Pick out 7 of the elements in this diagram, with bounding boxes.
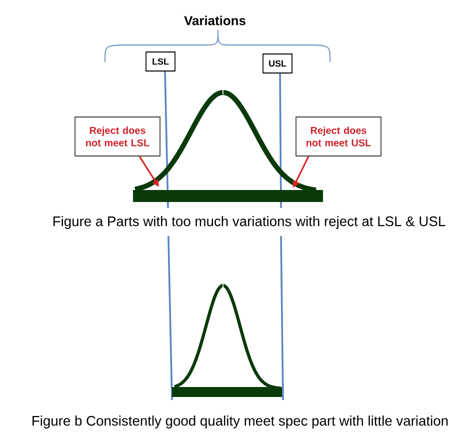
- callout-box: Reject does not meet USL: [296, 116, 382, 156]
- limit-label: LSL: [146, 52, 176, 72]
- callout-box: Reject does not meet LSL: [74, 116, 160, 156]
- figure-caption: Figure b Consistently good quality meet spec part with little variation: [32, 416, 448, 428]
- brace-label: Variations: [184, 16, 246, 26]
- limit-label: USL: [262, 54, 292, 74]
- figure-caption: Figure a Parts with too much variations with reject at LSL & USL: [54, 216, 446, 229]
